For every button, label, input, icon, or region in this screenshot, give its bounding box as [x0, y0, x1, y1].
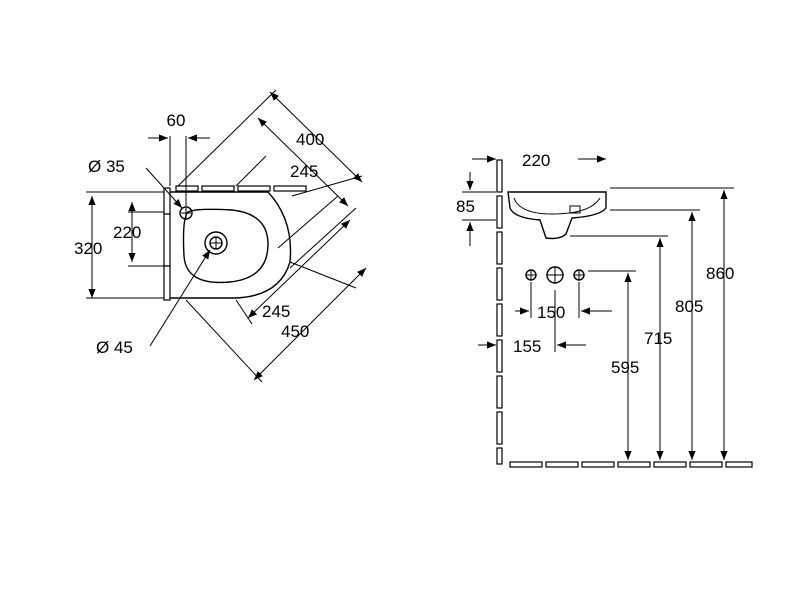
wall-segment [273, 185, 307, 192]
label-h-pipes: 595 [611, 358, 639, 377]
label-pipe-offset: 155 [513, 337, 541, 356]
tap-hole-icon [179, 206, 193, 220]
wall-segment [237, 185, 271, 192]
side-wall [496, 159, 503, 465]
label-h-top: 860 [706, 264, 734, 283]
pipe-cross-marks [526, 267, 584, 283]
dim-ext-height-inner [128, 211, 164, 267]
label-height-total: 320 [74, 239, 102, 258]
dim-ext-tap-offset [169, 136, 187, 206]
label-drain-hole: Ø 45 [96, 338, 133, 357]
label-depth: 220 [522, 151, 550, 170]
label-height-inner: 220 [113, 223, 141, 242]
wall-segment [163, 265, 171, 301]
wall-segment [201, 185, 235, 192]
label-h-rim: 805 [675, 297, 703, 316]
label-pipe-spacing: 150 [537, 303, 565, 322]
overflow-icon [569, 205, 581, 214]
side-view: 220 85 150 155 860 805 715 595 [456, 151, 753, 468]
tap-cross-icon [181, 208, 191, 218]
label-tap-offset: 60 [167, 111, 186, 130]
side-floor [509, 461, 753, 468]
label-tap-hole: Ø 35 [88, 157, 125, 176]
label-depth: 245 [290, 162, 318, 181]
basin-side-profile [507, 191, 607, 240]
dim-line-overall [253, 267, 367, 381]
label-projection: 245 [262, 302, 290, 321]
basin-bowl-curve [513, 197, 601, 215]
dim-line-depth [257, 117, 349, 207]
leader-drain [149, 249, 211, 347]
dim-ext-rim [462, 191, 496, 221]
label-h-siphon: 715 [644, 329, 672, 348]
dim-ext-height [86, 191, 164, 299]
wall-segment [163, 213, 171, 267]
wall-segment [175, 185, 199, 192]
drain-icon [204, 231, 228, 255]
plan-extension-lines [177, 89, 363, 383]
leader-tap-hole [145, 167, 183, 209]
dim-ext-pipes [530, 282, 580, 352]
label-rim-height: 85 [456, 197, 475, 216]
plan-view: 60 400 245 Ø 35 320 220 245 450 Ø 45 [74, 89, 367, 383]
label-width: 400 [296, 130, 324, 149]
label-overall: 450 [281, 322, 309, 341]
drain-cross-icon [210, 237, 222, 249]
